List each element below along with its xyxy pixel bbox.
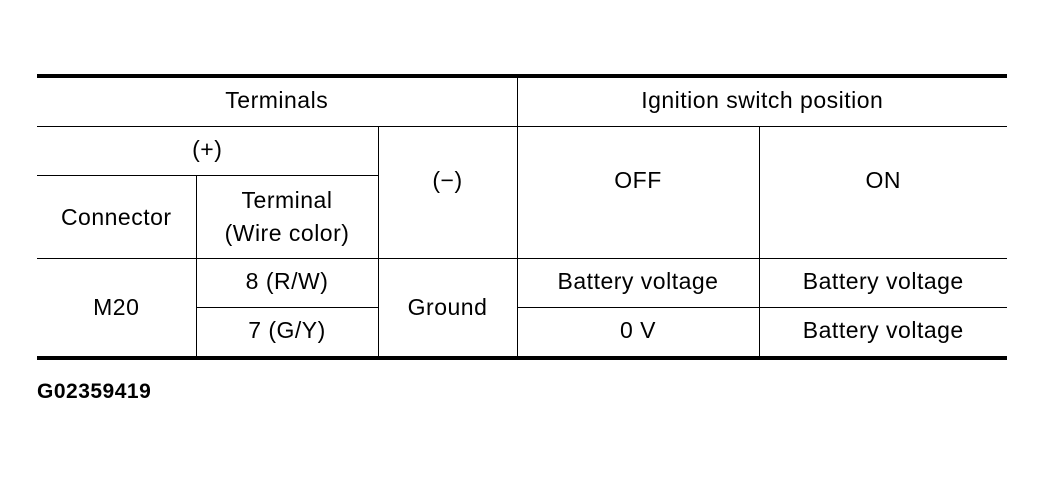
- header-plus: (+): [37, 126, 379, 176]
- cell-terminal-7-on: Battery voltage: [758, 307, 1008, 359]
- cell-ground: Ground: [377, 258, 518, 359]
- header-terminal-line2: (Wire color): [224, 220, 350, 246]
- header-connector: Connector: [37, 175, 197, 259]
- cell-terminal-8-off: Battery voltage: [516, 258, 760, 308]
- header-ignition-switch-position: Ignition switch position: [516, 75, 1008, 127]
- header-terminals: Terminals: [37, 75, 518, 127]
- figure-code: G02359419: [37, 380, 152, 403]
- header-minus: (−): [377, 126, 518, 259]
- header-terminal-wire-color: Terminal (Wire color): [195, 175, 378, 259]
- cell-terminal-8-on: Battery voltage: [758, 258, 1008, 308]
- header-on: ON: [758, 126, 1008, 259]
- header-terminal-line1: Terminal: [241, 187, 333, 213]
- cell-terminal-7-off: 0 V: [516, 307, 760, 359]
- header-off: OFF: [516, 126, 760, 259]
- cell-connector-m20: M20: [37, 258, 197, 359]
- terminal-voltage-table: Terminals Ignition switch position (+) (…: [37, 74, 1008, 360]
- cell-terminal-7: 7 (G/Y): [196, 307, 379, 359]
- cell-terminal-8: 8 (R/W): [195, 258, 379, 308]
